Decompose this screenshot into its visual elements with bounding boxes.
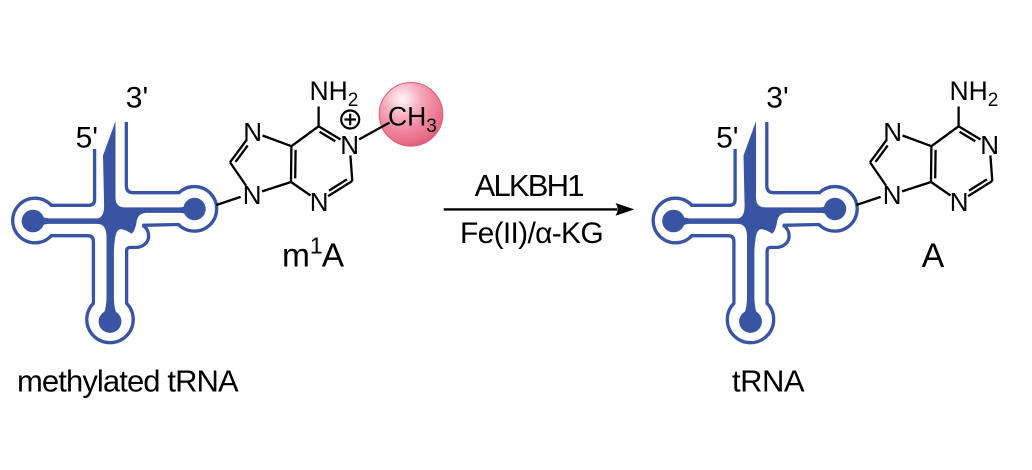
svg-text:methylated tRNA: methylated tRNA	[17, 364, 239, 399]
svg-text:m1A: m1A	[282, 233, 345, 275]
svg-text:ALKBH1: ALKBH1	[475, 168, 584, 203]
svg-text:Fe(II)/α-KG: Fe(II)/α-KG	[460, 217, 603, 250]
svg-text:A: A	[922, 237, 945, 275]
svg-text:tRNA: tRNA	[732, 364, 805, 399]
